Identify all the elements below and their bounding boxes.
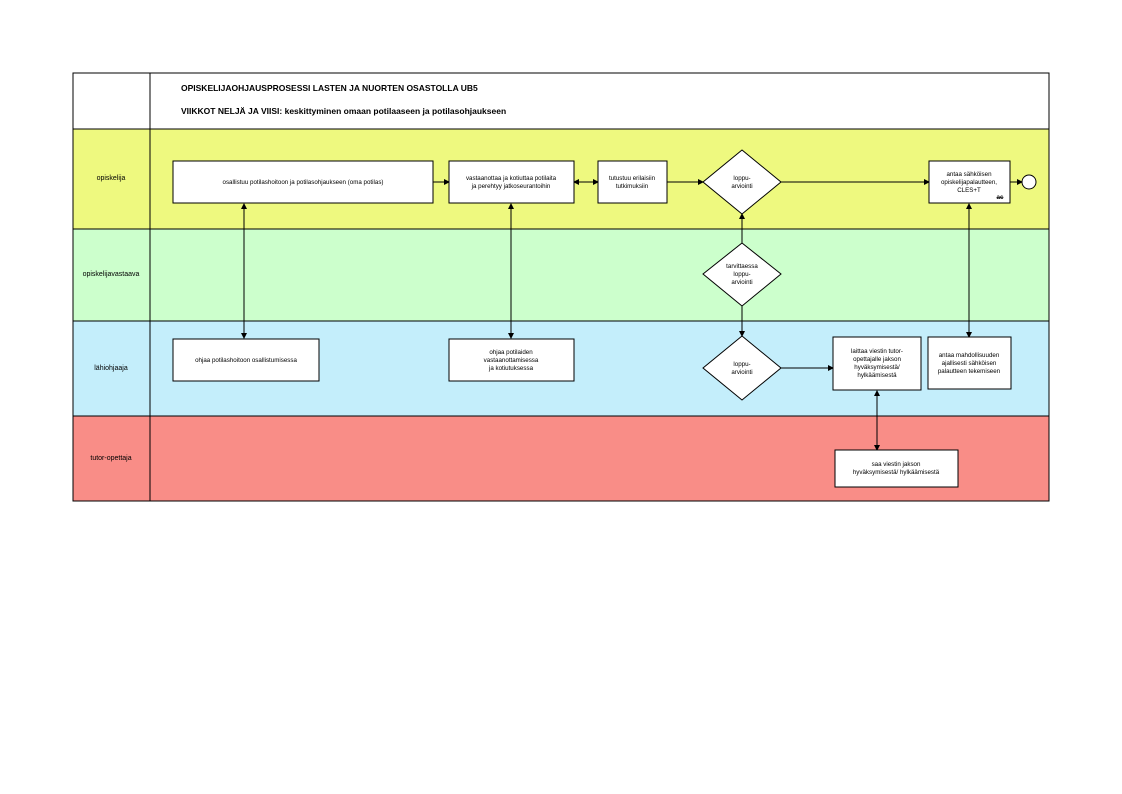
box-laittaa-viestin: laittaa viestin tutor-opettajalle jakson… [832, 336, 922, 391]
text-line: saa viestin jakson [872, 461, 921, 468]
text-line: tutustuu erilaisiin [609, 175, 656, 182]
text-line: tarvittaessa [726, 263, 758, 270]
header: OPISKELIJAOHJAUSPROSESSI LASTEN JA NUORT… [72, 72, 1050, 130]
lane-opiskelijavastaava: opiskelijavastaava [72, 228, 1050, 322]
decision-text: loppu-arviointi [731, 361, 752, 376]
box-text: osallistuu potilashoitoon ja potilasohja… [223, 179, 384, 186]
text-line: ja perehtyy jatkoseurantoihin [471, 183, 551, 190]
decision-loppuarviointi: loppu-arviointi [702, 149, 782, 215]
text-line: vastaanottamisessa [484, 357, 539, 364]
text-line: hylkäämisestä [857, 372, 897, 379]
end-node [1021, 174, 1037, 190]
text-line: ohjaa potilaiden [489, 349, 533, 356]
edit-mark: ac [997, 194, 1004, 201]
text-line: ajallisesti sähköisen [942, 360, 997, 367]
lane-label: opiskelija [97, 175, 126, 182]
text-line: loppu- [733, 361, 750, 368]
lane-label: tutor-opettaja [90, 455, 131, 462]
text-line: palautteen tekemiseen [938, 368, 1001, 375]
box-text: ohjaa potilashoitoon osallistumisessa [195, 357, 297, 364]
text-line: arviointi [731, 279, 752, 286]
decision-text: loppu-arviointi [731, 175, 752, 190]
diagram-subtitle: VIIKKOT NELJÄ JA VIISI: keskittyminen om… [181, 106, 506, 116]
text-line: arviointi [731, 183, 752, 190]
text-line: osallistuu potilashoitoon ja potilasohja… [223, 179, 384, 186]
box-ohjaa-potilashoitoon: ohjaa potilashoitoon osallistumisessa [172, 338, 320, 382]
text-line: ohjaa potilashoitoon osallistumisessa [195, 357, 297, 364]
text-line: tutkimuksiin [616, 183, 649, 190]
text-line: opettajalle jakson [853, 356, 901, 363]
text-line: CLES+T [957, 187, 981, 194]
text-line: antaa mahdollisuuden [939, 352, 1000, 359]
text-line: laittaa viestin tutor- [851, 348, 903, 355]
text-line: arviointi [731, 369, 752, 376]
text-line: ja kotiutuksessa [488, 365, 534, 372]
lane-label: opiskelijavastaava [83, 271, 140, 278]
text-line: loppu- [733, 175, 750, 182]
text-line: antaa sähköisen [946, 171, 992, 178]
box-text: laittaa viestin tutor-opettajalle jakson… [851, 348, 903, 379]
text-line: hyväksymisestä/ hylkäämisestä [853, 469, 940, 476]
lane-label: lähiohjaaja [94, 365, 128, 372]
box-osallistuu-potilashoitoon: osallistuu potilashoitoon ja potilasohja… [172, 160, 434, 204]
text-line: vastaanottaa ja kotiuttaa potilaita [466, 175, 557, 182]
decision-loppuarviointi-lahiohjaaja: loppu-arviointi [702, 335, 782, 401]
text-line: opiskelijapalautteen, [941, 179, 997, 186]
connectors [241, 179, 1023, 451]
text-line: loppu- [733, 271, 750, 278]
diagram-title: OPISKELIJAOHJAUSPROSESSI LASTEN JA NUORT… [181, 83, 478, 93]
text-line: hyväksymisestä/ [854, 364, 900, 371]
